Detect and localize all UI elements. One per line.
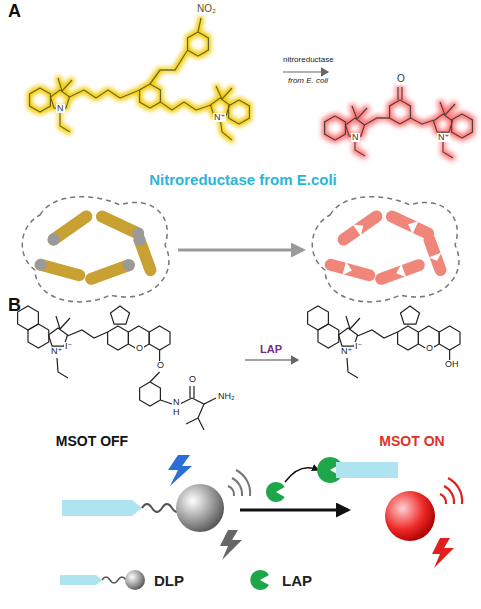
probe-cartoon: [62, 455, 250, 560]
legend-text: DLP: [154, 572, 184, 589]
atom-label: N⁺: [50, 347, 63, 356]
text-label: from E. coli: [288, 77, 328, 85]
text-label: B: [8, 296, 21, 315]
text-label: nitroreductase: [283, 56, 334, 64]
text-label: Nitroreductase from E.coli: [149, 172, 337, 188]
legend-sample: [60, 568, 146, 592]
nanorod-cluster: [22, 197, 169, 302]
atom-label: H: [172, 408, 181, 417]
atom-label: OH: [444, 360, 460, 369]
probe-structure: [18, 306, 216, 430]
reaction-arrow: [245, 359, 298, 360]
process-arrow: [178, 249, 303, 252]
atom-label: O: [135, 344, 144, 353]
atom-label: I⁻: [354, 342, 363, 351]
text-label: MSOT OFF: [56, 434, 128, 449]
legend-swatch: [250, 570, 269, 590]
enzyme-cartoon: [266, 457, 398, 502]
atom-label: N⁺: [437, 133, 450, 142]
legend-text: LAP: [282, 572, 312, 589]
text-label: A: [8, 2, 21, 21]
atom-label: NO₂: [196, 4, 217, 15]
atom-label: O: [396, 74, 406, 85]
atom-label: N⁺: [213, 113, 226, 122]
atom-label: O: [156, 361, 165, 370]
atom-label: N: [172, 398, 181, 407]
reaction-arrow: [283, 71, 328, 72]
atom-label: NH₂: [217, 392, 236, 401]
atom-label: O: [188, 375, 197, 384]
activated-probe: [385, 478, 462, 568]
text-label: MSOT ON: [379, 434, 444, 449]
legend-swatch: [250, 568, 274, 592]
atom-label: N: [351, 133, 360, 142]
product-structure: [308, 306, 460, 378]
atom-label: O: [425, 344, 434, 353]
atom-label: N: [56, 104, 65, 113]
atom-label: N⁺: [340, 347, 353, 356]
legend-item: LAP: [250, 568, 312, 592]
atom-label: I⁻: [64, 342, 73, 351]
legend-item: DLP: [60, 568, 184, 592]
nanorod-cluster-cleaved: [312, 197, 459, 302]
process-arrow: [240, 509, 348, 512]
product-structure: [325, 87, 473, 158]
probe-structure: [30, 18, 250, 140]
text-label: LAP: [260, 344, 282, 356]
